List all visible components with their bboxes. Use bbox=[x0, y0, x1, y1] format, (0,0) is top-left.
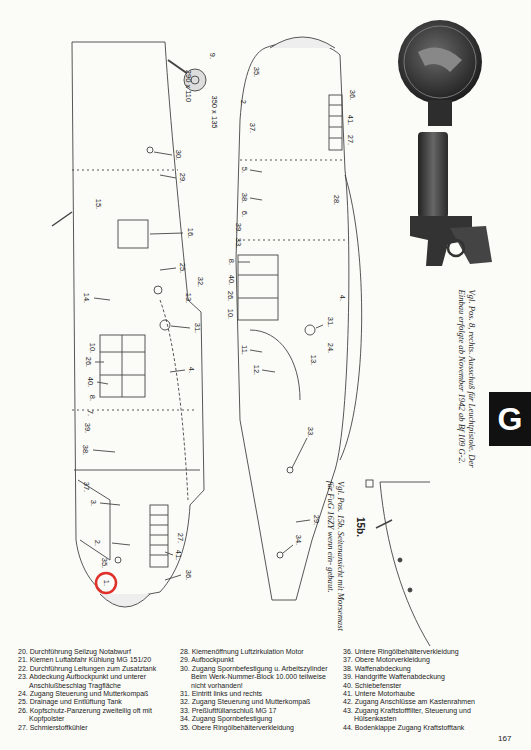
legend-entry: 26. Kopfschutz-Panzerung zweiteilig oft … bbox=[18, 707, 176, 724]
callout-number: 26. bbox=[84, 357, 92, 367]
callout-number: 24. bbox=[326, 343, 334, 353]
legend-entry: 43. Zugang Kraftstofffilter, Steuerung u… bbox=[343, 707, 503, 724]
legend-column: 20. Durchführung Seilzug Notabwurf21. Ki… bbox=[18, 648, 176, 732]
legend-entry: 31. Eintritt links und rechts bbox=[180, 690, 338, 698]
legend-entry: 30. Zugang Spornbefestigung u. Arbeitszy… bbox=[180, 665, 338, 690]
callout-number: 9. bbox=[208, 53, 216, 59]
legend-entry: 22. Durchführung Leitungen zum Zusatztan… bbox=[18, 665, 176, 673]
callout-number: 38. bbox=[81, 445, 89, 455]
legend-entry: 29. Aufbockpunkt bbox=[180, 656, 338, 664]
callout-number: 4. bbox=[338, 295, 346, 301]
callout-number: 25. bbox=[178, 263, 186, 273]
callout-number: 8. bbox=[227, 259, 235, 265]
callout-number: 5. bbox=[240, 167, 248, 173]
callout-number: 6. bbox=[240, 211, 248, 217]
section-tab: G bbox=[489, 392, 531, 446]
photo bbox=[398, 20, 492, 266]
callout-number: 35. bbox=[100, 558, 108, 568]
callout-number: 2. bbox=[239, 100, 247, 106]
legend-entry: 25. Drainage und Entlüftung Tank bbox=[18, 698, 176, 706]
callout-number: 15. bbox=[94, 199, 102, 209]
callout-number: 41. bbox=[346, 115, 354, 125]
callout-number: 4. bbox=[187, 367, 195, 373]
legend-column: 36. Untere Ringölbehälterverkleidung37. … bbox=[343, 648, 503, 732]
callout-number: 3. bbox=[89, 500, 97, 506]
callout-number: 32. bbox=[196, 277, 204, 287]
legend-entry: 21. Kiemen Luftabfahr Kühlung MG 151/20 bbox=[18, 656, 176, 664]
callout-number: 36. bbox=[348, 90, 356, 100]
callout-number: 7. bbox=[86, 410, 94, 416]
legend-entry: 32. Zugang Steuerung und Mutterkompaß bbox=[180, 698, 338, 706]
callout-number: 1. bbox=[102, 580, 110, 586]
callout-number: 8. bbox=[88, 395, 96, 401]
callout-number: 26. bbox=[226, 291, 234, 301]
legend-entry: 39. Handgriffe Waffenabdeckung bbox=[343, 673, 503, 681]
callout-number: 39. bbox=[83, 423, 91, 433]
legend-entry: 41. Untere Motorhaube bbox=[343, 690, 503, 698]
callout-number: 34. bbox=[294, 535, 302, 545]
tab-letter: G bbox=[498, 401, 523, 438]
legend-entry: 42. Zugang Anschlüsse am Kastenrahmen bbox=[343, 698, 503, 706]
callout-number: 36. bbox=[184, 570, 192, 580]
callout-number: 10. bbox=[88, 343, 96, 353]
legend-entry: 35. Obere Ringölbehälterverkleidung bbox=[180, 724, 338, 732]
callout-number: 10. bbox=[226, 309, 234, 319]
callout-number: 13. bbox=[184, 293, 192, 303]
callout-number: 11. bbox=[240, 345, 248, 355]
callout-number: 31. bbox=[193, 323, 201, 333]
callout-number: 2. bbox=[93, 540, 101, 546]
callout-number: 39. bbox=[234, 223, 242, 233]
callout-number: 350 x 135 bbox=[210, 96, 218, 129]
callout-number: 12. bbox=[252, 365, 260, 375]
legend-entry: 44. Bodenklappe Zugang Kraftstofftank bbox=[343, 724, 503, 732]
view-number: 15b. bbox=[355, 517, 365, 537]
photo-caption: Vgl. Pos. 8, rechts. Ausschuß für Leucht… bbox=[457, 290, 477, 495]
callout-number: 33. bbox=[306, 427, 314, 437]
legend-entry: 40. Schiebefenster bbox=[343, 682, 503, 690]
callout-number: 33. bbox=[234, 238, 242, 248]
callout-number: 29. bbox=[178, 173, 186, 183]
callout-number: 31. bbox=[326, 317, 334, 327]
callout-number: 28. bbox=[332, 195, 340, 205]
callout-number: 37. bbox=[82, 482, 90, 492]
legend-entry: 20. Durchführung Seilzug Notabwurf bbox=[18, 648, 176, 656]
callout-number: 40. bbox=[86, 377, 94, 387]
legend-entry: 37. Obere Motorverkleidung bbox=[343, 656, 503, 664]
legend-entry: 34. Zugang Spornbefestigung bbox=[180, 715, 338, 723]
legend-entry: 38. Waffenabdeckung bbox=[343, 665, 503, 673]
page-number: 167 bbox=[498, 734, 511, 743]
callout-number: 37. bbox=[248, 123, 256, 133]
callout-number: 290 x 110 bbox=[184, 70, 192, 102]
callout-number: 40. bbox=[227, 275, 235, 285]
legend-entry: 23. Abdeckung Aufbockpunkt und unterer A… bbox=[18, 673, 176, 690]
callout-number: 13. bbox=[309, 355, 317, 365]
callout-number: 27. bbox=[176, 533, 184, 543]
callout-number: 30. bbox=[174, 150, 182, 160]
legend-entry: 33. Preßluftfüllanschluß MG 17 bbox=[180, 707, 338, 715]
legend-entry: 36. Untere Ringölbehälterverkleidung bbox=[343, 648, 503, 656]
callout-number: 38. bbox=[240, 193, 248, 203]
callout-number: 29. bbox=[312, 515, 320, 525]
callout-number: 14. bbox=[82, 293, 90, 303]
callout-number: 16. bbox=[186, 228, 194, 238]
legend-entry: 27. Schmierstoffkühler bbox=[18, 724, 176, 732]
legend-column: 28. Kiemenöffnung Luftzirkulation Motor2… bbox=[180, 648, 338, 732]
callout-number: 27. bbox=[346, 135, 354, 145]
photo-caption: Vgl. Pos. 15b. Seitenansicht mit Morsema… bbox=[326, 481, 346, 631]
legend-entry: 24. Zugang Steuerung und Mutterkompaß bbox=[18, 690, 176, 698]
callout-number: 41. bbox=[174, 550, 182, 560]
callout-number: 35. bbox=[252, 67, 260, 77]
legend-entry: 28. Kiemenöffnung Luftzirkulation Motor bbox=[180, 648, 338, 656]
